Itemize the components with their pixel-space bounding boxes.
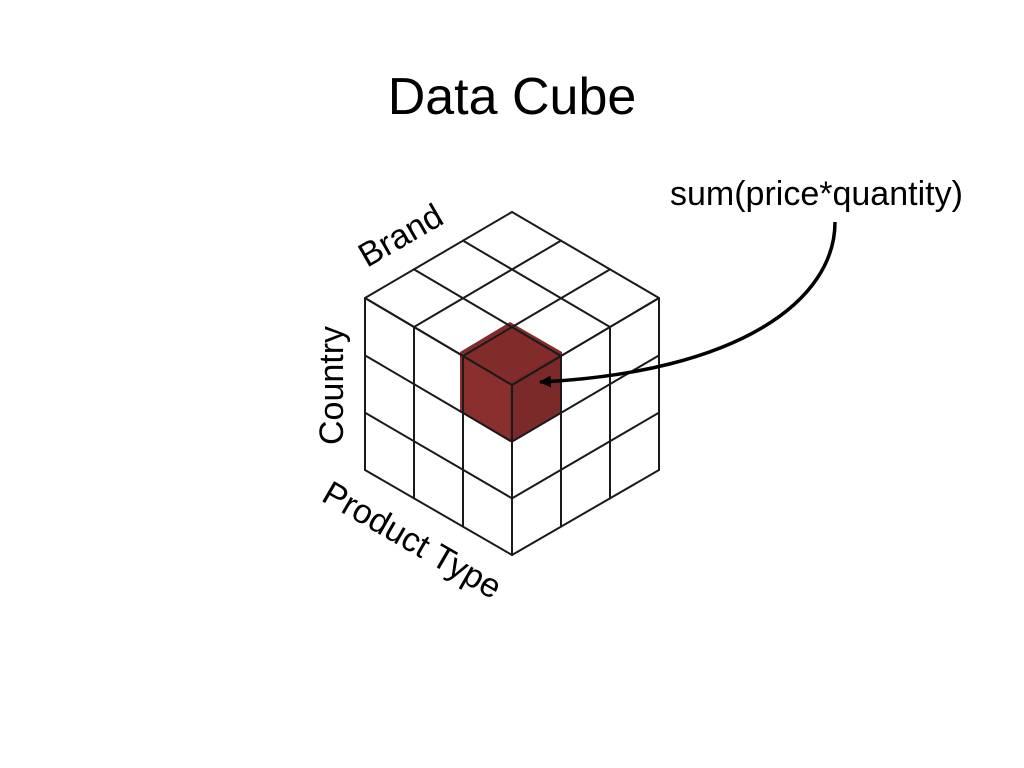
cube-top-gridline [462, 268, 611, 357]
country-label: Country [313, 326, 351, 445]
slide-title: Data Cube [387, 68, 637, 126]
cube-top-gridline [511, 211, 660, 299]
cube-top-gridline [413, 239, 562, 328]
annotation-arrow [539, 221, 837, 388]
cube-right-gridline [511, 354, 660, 443]
cube-top-gridline [364, 211, 513, 299]
cube-grid [364, 211, 660, 556]
cube-right-gridline [511, 469, 660, 556]
cube-right-gridline [511, 297, 660, 386]
highlighted-cell-top-facet [460, 322, 562, 382]
cube-top-gridline [462, 239, 611, 328]
highlighted-cell [460, 322, 562, 442]
cube-left-gridline [364, 411, 513, 500]
cube-left-gridline [364, 469, 513, 556]
cube-top-gridline [413, 268, 562, 357]
cube-right-gridline [511, 411, 660, 500]
annotation-label: sum(price*quantity) [670, 175, 963, 213]
cube-left-gridline [364, 297, 513, 386]
cube-left-gridline [364, 354, 513, 443]
